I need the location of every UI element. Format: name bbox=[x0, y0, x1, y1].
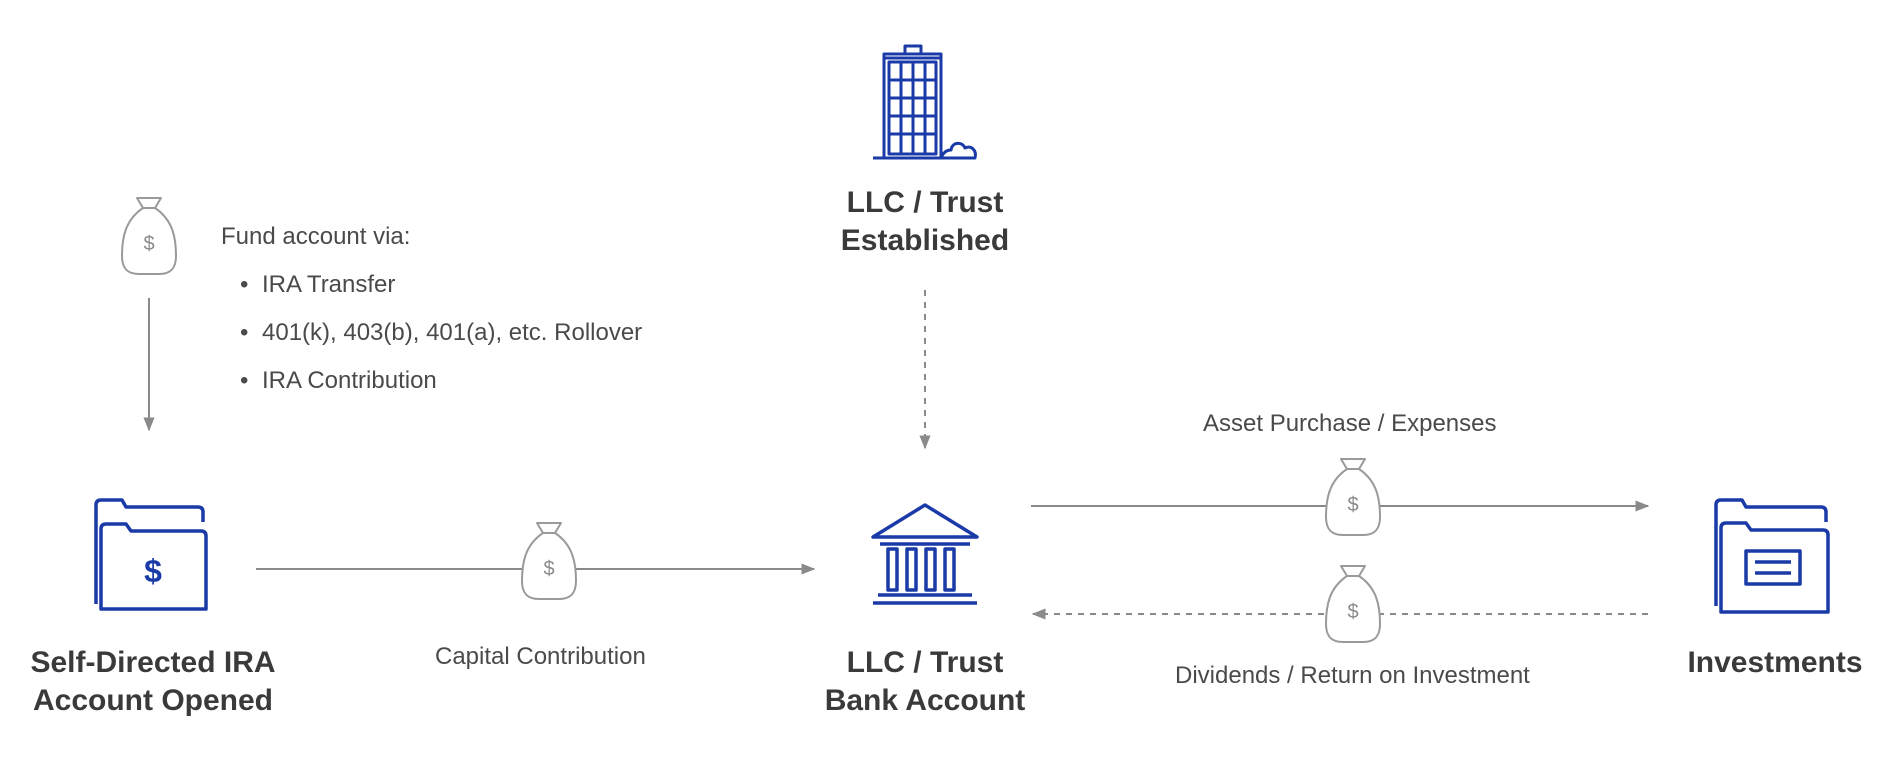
node-title-line: LLC / Trust bbox=[846, 186, 1004, 219]
funding-heading: Fund account via: bbox=[221, 223, 411, 250]
node-title-line: LLC / Trust bbox=[846, 646, 1004, 679]
svg-text:$: $ bbox=[144, 553, 162, 589]
node-title-line: Bank Account bbox=[824, 684, 1026, 717]
list-item: • IRA Contribution bbox=[240, 366, 642, 396]
funding-list: • IRA Transfer • 401(k), 403(b), 401(a), e… bbox=[240, 270, 642, 414]
money-bag-icon bbox=[121, 197, 177, 275]
list-item-label: IRA Contribution bbox=[262, 367, 437, 394]
dollar-folder-icon: $ bbox=[94, 498, 208, 611]
list-item: • IRA Transfer bbox=[240, 270, 642, 300]
list-item-label: 401(k), 403(b), 401(a), etc. Rollover bbox=[262, 319, 643, 346]
list-item: • 401(k), 403(b), 401(a), etc. Rollover bbox=[240, 318, 642, 348]
node-title-line: Established bbox=[840, 224, 1010, 257]
node-llc-established-title: LLC / Trust Established bbox=[825, 184, 1025, 260]
bullet: • bbox=[240, 271, 249, 298]
node-llc-bank-title: LLC / Trust Bank Account bbox=[805, 644, 1045, 720]
money-bag-icon bbox=[521, 522, 577, 600]
capital-contribution-label: Capital Contribution bbox=[435, 643, 646, 670]
office-building-icon bbox=[873, 44, 977, 160]
bank-icon bbox=[871, 503, 979, 605]
node-title-line: Account Opened bbox=[32, 684, 273, 717]
bullet: • bbox=[240, 319, 249, 346]
money-bag-icon bbox=[1325, 565, 1381, 643]
node-title-line: Investments bbox=[1687, 646, 1863, 679]
investment-folder-icon bbox=[1714, 498, 1830, 614]
dividends-label: Dividends / Return on Investment bbox=[1175, 662, 1530, 689]
money-bag-icon bbox=[1325, 458, 1381, 536]
node-investments-title: Investments bbox=[1665, 644, 1885, 682]
bullet: • bbox=[240, 367, 249, 394]
node-title-line: Self-Directed IRA bbox=[30, 646, 276, 679]
node-ira-account-title: Self-Directed IRA Account Opened bbox=[13, 644, 293, 720]
asset-purchase-label: Asset Purchase / Expenses bbox=[1203, 410, 1497, 437]
list-item-label: IRA Transfer bbox=[262, 271, 396, 298]
